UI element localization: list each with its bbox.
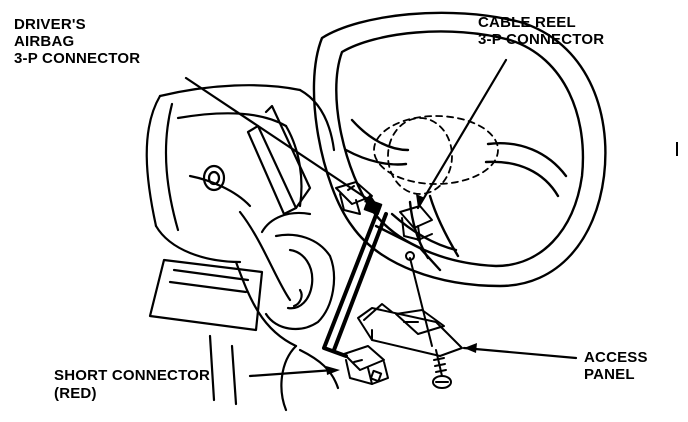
access-panel-label-line-1: ACCESS <box>584 349 648 366</box>
leader-cable-reel <box>416 58 508 210</box>
short-connector <box>343 345 389 385</box>
access-panel-label-line-2: PANEL <box>584 366 635 383</box>
dashboard <box>145 84 340 412</box>
driver-airbag-connector-label: DRIVER'S AIRBAG 3-P CONNECTOR <box>14 16 140 67</box>
driver-airbag-label-line-1: DRIVER'S <box>14 16 86 33</box>
margin-mark <box>676 142 678 156</box>
steering-wheel <box>312 11 607 288</box>
short-connector-label-line-2: (RED) <box>54 385 97 402</box>
cable-reel-label-line-1: CABLE REEL <box>478 14 576 31</box>
cable-reel-connector-label: CABLE REEL 3-P CONNECTOR <box>478 14 604 48</box>
leader-driver-airbag <box>184 76 380 208</box>
access-panel-label: ACCESS PANEL <box>584 349 648 383</box>
arrow-cable-reel <box>416 194 425 208</box>
leader-lines <box>184 58 578 378</box>
arrow-short-connector <box>326 366 340 375</box>
leader-access-panel <box>462 346 578 360</box>
short-connector-label: SHORT CONNECTOR (RED) <box>54 367 210 402</box>
cable-reel-label-line-2: 3-P CONNECTOR <box>478 31 605 48</box>
cable-reel-connector <box>399 205 433 261</box>
arrow-driver-airbag <box>364 194 378 206</box>
arrowheads <box>326 194 477 375</box>
access-panel <box>357 257 463 389</box>
short-connector-label-line-1: SHORT CONNECTOR <box>54 367 211 384</box>
short-connector-wire <box>322 208 388 358</box>
leader-short-connector <box>248 368 336 378</box>
driver-airbag-label-line-3: 3-P CONNECTOR <box>14 50 141 67</box>
arrow-access-panel <box>464 343 477 353</box>
driver-airbag-label-line-2: AIRBAG <box>14 33 75 50</box>
